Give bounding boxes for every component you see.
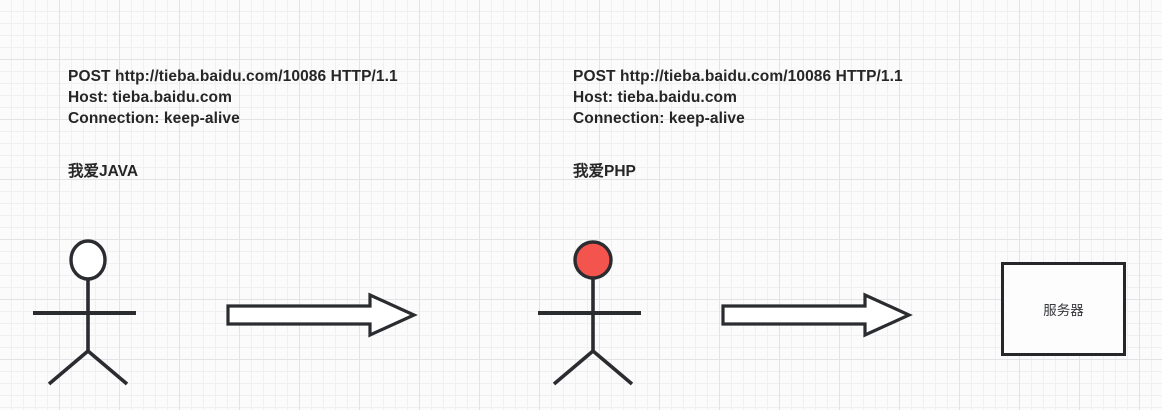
figure-leg-right: [591, 349, 634, 386]
stick-figure-icon: [538, 240, 641, 386]
request-left-line-3: Connection: keep-alive: [68, 110, 240, 127]
arrow-shape: [721, 292, 913, 338]
request-left-body: 我爱JAVA: [68, 163, 139, 180]
attacker-stick-figure: [525, 232, 685, 410]
arrow-shape: [226, 292, 418, 338]
request-right-line-2: Host: tieba.baidu.com: [573, 89, 738, 106]
figure-leg-left: [47, 349, 90, 386]
figure-leg-left: [552, 349, 595, 386]
figure-head-red: [573, 240, 613, 280]
request-right-body: 我爱PHP: [573, 163, 636, 180]
request-left-line-2: Host: tieba.baidu.com: [68, 89, 233, 106]
client-stick-figure: [20, 232, 180, 410]
arrow-left: [225, 292, 420, 338]
server-box: 服务器: [1001, 262, 1126, 356]
request-right-headers: POST http://tieba.baidu.com/10086 HTTP/1…: [573, 66, 903, 129]
request-right-line-3: Connection: keep-alive: [573, 110, 745, 127]
figure-head: [69, 239, 107, 281]
figure-leg-right: [86, 349, 129, 386]
request-left-line-1: POST http://tieba.baidu.com/10086 HTTP/1…: [68, 68, 398, 85]
stick-figure-icon: [33, 239, 136, 386]
server-label: 服务器: [1043, 303, 1084, 319]
arrow-right: [720, 292, 915, 338]
right-arrow-icon: [721, 292, 913, 338]
request-left-headers: POST http://tieba.baidu.com/10086 HTTP/1…: [68, 66, 398, 129]
request-right-line-1: POST http://tieba.baidu.com/10086 HTTP/1…: [573, 68, 903, 85]
right-arrow-icon: [226, 292, 418, 338]
